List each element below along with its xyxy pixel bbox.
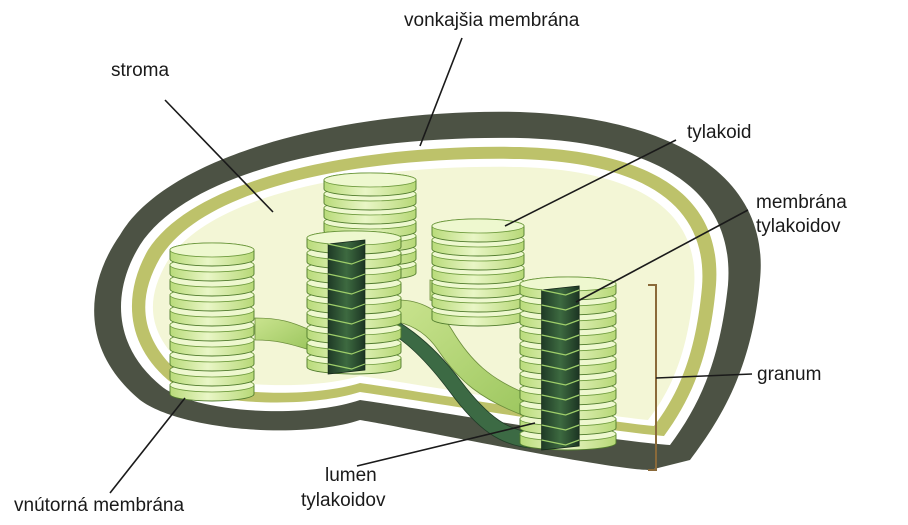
label-stroma: stroma	[111, 60, 169, 82]
granum-front-right	[520, 277, 616, 450]
granum-center-cut	[307, 231, 401, 374]
label-granum: granum	[757, 364, 821, 386]
leader-inner-membrane	[110, 398, 185, 493]
thylakoid-disc-top	[170, 243, 254, 257]
label-thylakoid: tylakoid	[687, 122, 751, 144]
granum-left	[170, 243, 254, 401]
label-thylakoid-membrane-line2: tylakoidov	[756, 216, 841, 238]
label-outer-membrane: vonkajšia membrána	[404, 10, 579, 32]
label-thylakoid-membrane-line1: membrána	[756, 192, 847, 214]
granum-back-right	[432, 219, 524, 326]
label-inner-membrane: vnútorná membrána	[14, 495, 184, 517]
label-lumen-line1: lumen	[325, 465, 377, 487]
thylakoid-disc-top	[432, 219, 524, 233]
label-lumen-line2: tylakoidov	[301, 490, 386, 512]
thylakoid-lumen-cutaway	[542, 286, 580, 450]
thylakoid-disc-top	[324, 173, 416, 187]
